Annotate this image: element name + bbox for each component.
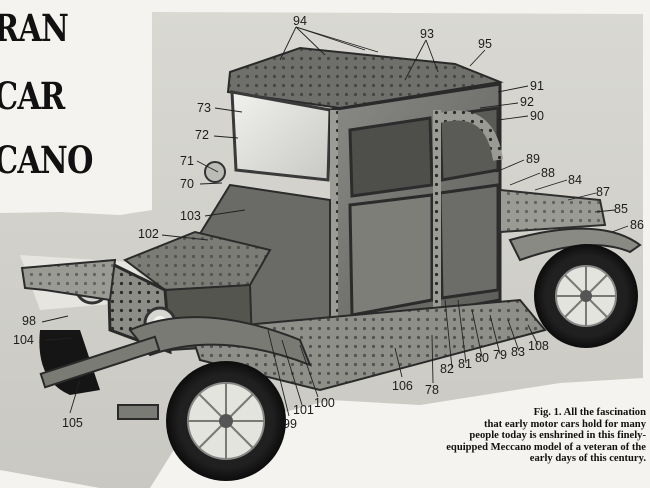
callout-90: 90 [530, 109, 544, 123]
callout-104: 104 [13, 333, 34, 347]
callout-87: 87 [596, 185, 610, 199]
callout-71: 71 [180, 154, 194, 168]
callout-80: 80 [475, 351, 489, 365]
callout-83: 83 [511, 345, 525, 359]
headline-line-1: RAN [0, 6, 69, 50]
caption-line-5: early days of this century. [529, 453, 646, 465]
callout-79: 79 [493, 348, 507, 362]
callout-72: 72 [195, 128, 209, 142]
figure-caption: Fig. 1. All the fascination that early m… [350, 407, 646, 465]
callout-92: 92 [520, 95, 534, 109]
callout-88: 88 [541, 166, 555, 180]
caption-line-3: people today is enshrined in this finely… [469, 430, 646, 442]
callout-98: 98 [22, 314, 36, 328]
callout-101: 101 [293, 403, 314, 417]
callout-78: 78 [425, 383, 439, 397]
callout-89: 89 [526, 152, 540, 166]
front-wheel [166, 361, 286, 481]
callout-99: 99 [283, 417, 297, 431]
headline-line-2: CAR [0, 74, 65, 118]
callout-81: 81 [458, 357, 472, 371]
callout-93: 93 [420, 27, 434, 41]
callout-94: 94 [293, 14, 307, 28]
callout-103: 103 [180, 209, 201, 223]
callout-70: 70 [180, 177, 194, 191]
callout-100: 100 [314, 396, 335, 410]
callout-73: 73 [197, 101, 211, 115]
callout-leaders [41, 26, 629, 417]
callout-102: 102 [138, 227, 159, 241]
callout-84: 84 [568, 173, 582, 187]
callout-95: 95 [478, 37, 492, 51]
callout-105: 105 [62, 416, 83, 430]
caption-line-2: that early motor cars hold for many [483, 418, 646, 430]
rear-wheel [534, 244, 638, 348]
caption-line-1: Fig. 1. All the fascination [533, 407, 646, 418]
callout-86: 86 [630, 218, 644, 232]
caption-line-4: equipped Meccano model of a veteran of t… [446, 441, 646, 453]
callout-82: 82 [440, 362, 454, 376]
callout-85: 85 [614, 202, 628, 216]
callout-106: 106 [392, 379, 413, 393]
callout-108: 108 [528, 339, 549, 353]
headline-line-3: CANO [0, 138, 93, 182]
callout-91: 91 [530, 79, 544, 93]
